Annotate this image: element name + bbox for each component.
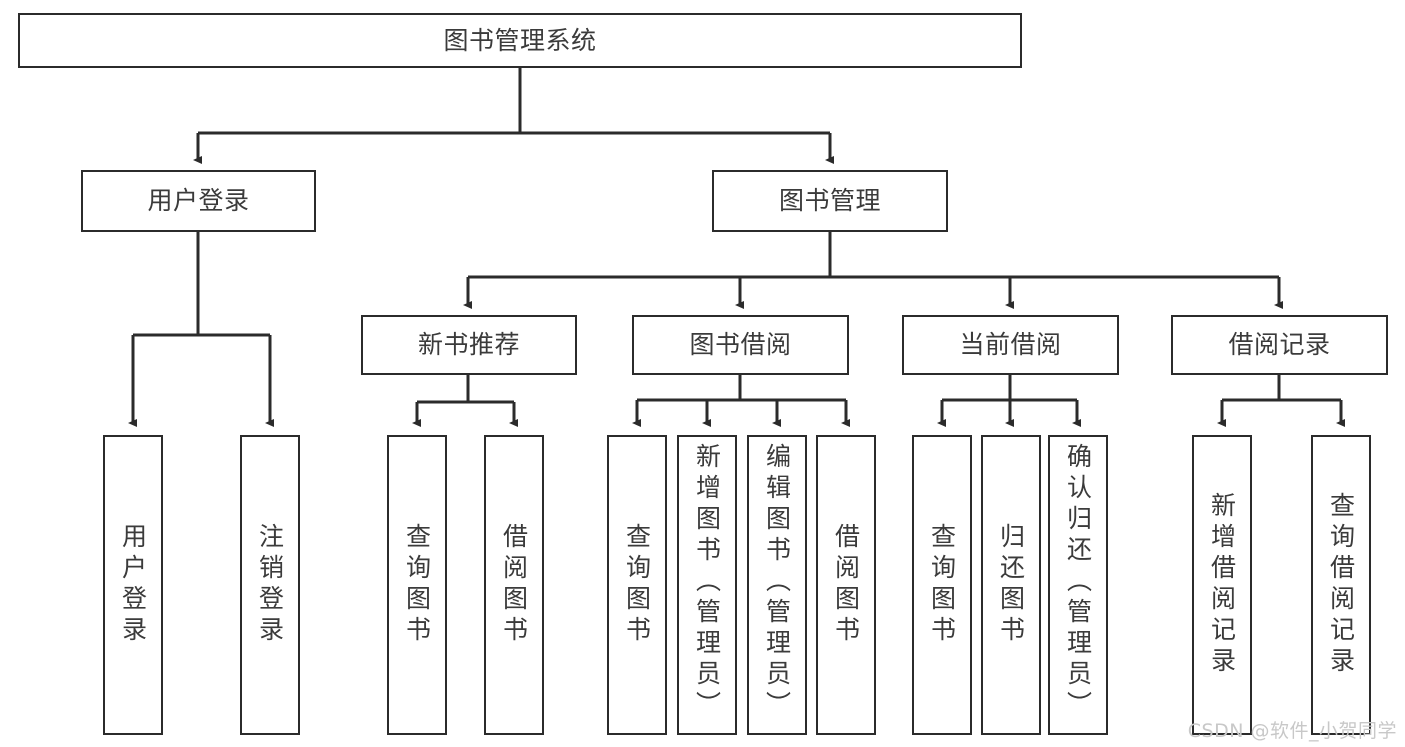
node-label: 图书借阅 bbox=[689, 330, 792, 359]
node-label: 查询借阅记录 bbox=[1326, 492, 1356, 678]
node-root-system[interactable]: 图书管理系统 bbox=[18, 13, 1022, 68]
node-label: 归还图书 bbox=[996, 523, 1026, 647]
node-label: 借阅图书 bbox=[499, 523, 529, 647]
node-label: 用户登录 bbox=[118, 523, 148, 647]
leaf-user-login[interactable]: 用户登录 bbox=[103, 435, 163, 735]
watermark-text: CSDN @软件_小贺同学 bbox=[1187, 720, 1397, 742]
leaf-add-book-admin[interactable]: 新增图书（管理员） bbox=[677, 435, 737, 735]
node-label: 新增借阅记录 bbox=[1207, 492, 1237, 678]
leaf-logout[interactable]: 注销登录 bbox=[240, 435, 300, 735]
node-current-borrow[interactable]: 当前借阅 bbox=[902, 315, 1119, 375]
node-label: 新增图书（管理员） bbox=[692, 443, 722, 722]
node-label: 查询图书 bbox=[927, 523, 957, 647]
leaf-confirm-return-admin[interactable]: 确认归还（管理员） bbox=[1048, 435, 1108, 735]
node-borrow-record[interactable]: 借阅记录 bbox=[1171, 315, 1388, 375]
node-label: 查询图书 bbox=[402, 523, 432, 647]
node-book-borrow[interactable]: 图书借阅 bbox=[632, 315, 849, 375]
node-book-management[interactable]: 图书管理 bbox=[712, 170, 948, 232]
node-label: 编辑图书（管理员） bbox=[762, 443, 792, 722]
node-label: 新书推荐 bbox=[417, 330, 520, 359]
node-label: 借阅图书 bbox=[831, 523, 861, 647]
leaf-query-book-current[interactable]: 查询图书 bbox=[912, 435, 972, 735]
leaf-query-book-recommend[interactable]: 查询图书 bbox=[387, 435, 447, 735]
leaf-borrow-book-recommend[interactable]: 借阅图书 bbox=[484, 435, 544, 735]
node-label: 用户登录 bbox=[147, 186, 250, 215]
node-label: 图书管理 bbox=[778, 186, 881, 215]
leaf-edit-book-admin[interactable]: 编辑图书（管理员） bbox=[747, 435, 807, 735]
node-label: 注销登录 bbox=[255, 523, 285, 647]
node-label: 查询图书 bbox=[622, 523, 652, 647]
node-label: 当前借阅 bbox=[959, 330, 1062, 359]
leaf-borrow-book[interactable]: 借阅图书 bbox=[816, 435, 876, 735]
leaf-query-borrow-record[interactable]: 查询借阅记录 bbox=[1311, 435, 1371, 735]
leaf-query-book-borrow[interactable]: 查询图书 bbox=[607, 435, 667, 735]
node-label: 图书管理系统 bbox=[443, 25, 597, 55]
node-new-book-recommend[interactable]: 新书推荐 bbox=[361, 315, 577, 375]
leaf-add-borrow-record[interactable]: 新增借阅记录 bbox=[1192, 435, 1252, 735]
leaf-return-book[interactable]: 归还图书 bbox=[981, 435, 1041, 735]
node-label: 借阅记录 bbox=[1228, 330, 1331, 359]
node-user-login[interactable]: 用户登录 bbox=[81, 170, 316, 232]
node-label: 确认归还（管理员） bbox=[1063, 443, 1093, 722]
